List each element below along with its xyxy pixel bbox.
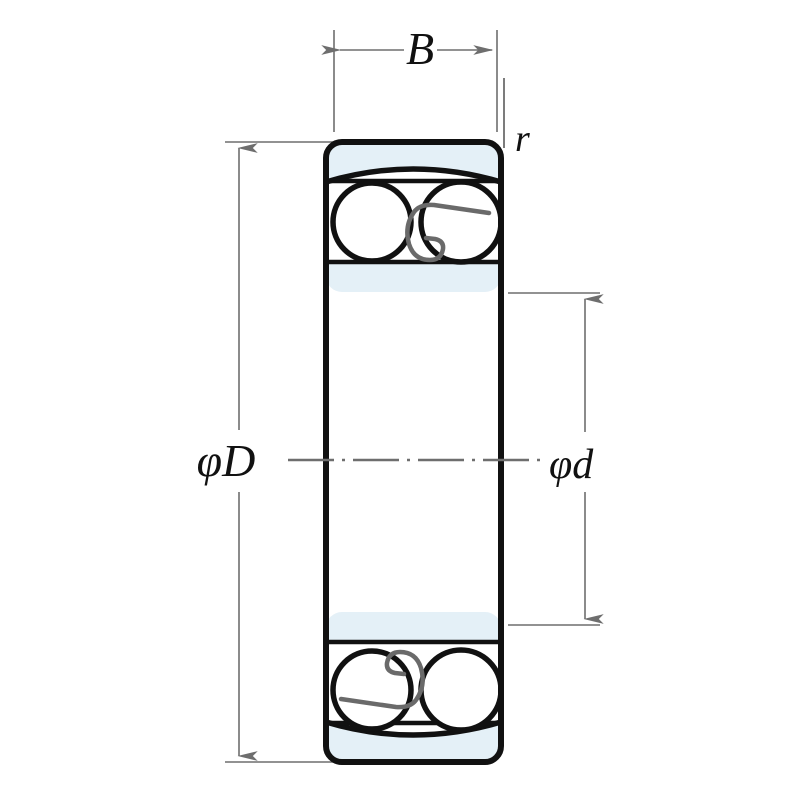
- inner-ring-bottom-fill: [326, 612, 501, 642]
- cage-retainer-symbol-bottom: [338, 649, 425, 710]
- bearing-body: [323, 139, 504, 765]
- bearing-bottom-half: [323, 612, 504, 762]
- bearing-outline-fill: [326, 142, 501, 762]
- outer-raceway-top-arc: [323, 166, 504, 185]
- dimension-label-corner-radius: r: [515, 118, 530, 160]
- rolling-ball-bottom-right: [418, 647, 504, 733]
- rolling-ball-top-right: [418, 179, 504, 265]
- dimension-label-outer-diameter: φD: [197, 435, 256, 486]
- dimension-label-bore-diameter: φd: [549, 442, 594, 488]
- dimension-width-B: B: [321, 23, 498, 132]
- dimension-outer-diameter: φD: [197, 141, 340, 763]
- dimension-label-width: B: [406, 23, 434, 74]
- cage-retainer-symbol-top: [405, 202, 492, 263]
- dimension-bore-diameter: φd: [508, 292, 604, 626]
- rolling-ball-bottom-left: [330, 648, 414, 732]
- dimension-corner-radius: r: [503, 78, 530, 160]
- bearing-top-half: [323, 142, 504, 292]
- inner-ring-top-fill: [326, 262, 501, 292]
- rolling-ball-top-left: [330, 180, 414, 264]
- bearing-outline-stroke: [323, 139, 504, 765]
